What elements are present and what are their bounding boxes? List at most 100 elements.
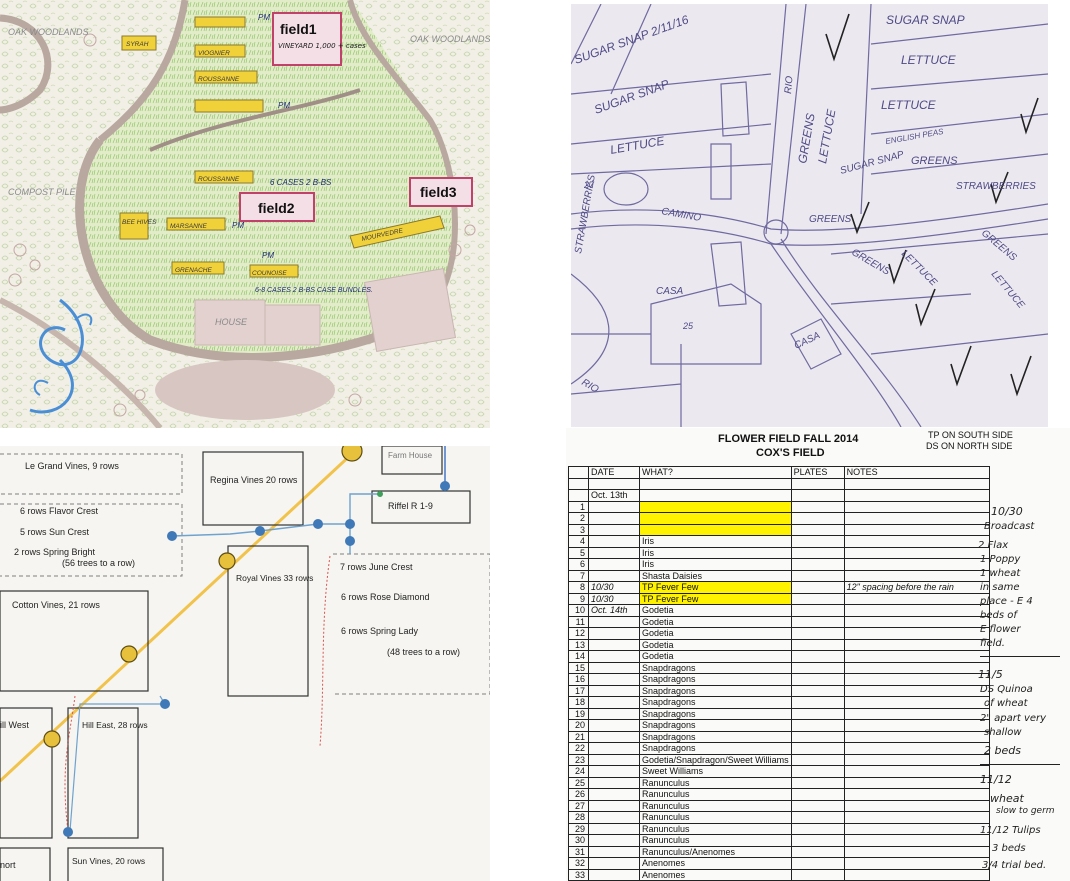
plates-cell xyxy=(790,845,845,858)
plates-cell xyxy=(790,788,845,801)
row-number-cell: 16 xyxy=(568,673,589,686)
date-cell xyxy=(588,868,640,881)
margin-note: place - E 4 xyxy=(980,596,1033,607)
notes-cell xyxy=(843,558,990,571)
pm-note-2: PM xyxy=(278,101,290,110)
le-grand-vines-label: Le Grand Vines, 9 rows xyxy=(25,461,119,471)
row-number-cell: 1 xyxy=(568,500,589,513)
what-cell: Godetia xyxy=(639,604,792,617)
margin-note: 1 Poppy xyxy=(980,554,1021,565)
oak-woodlands-right: OAK WOODLANDS xyxy=(410,34,490,44)
field2-label: field2 xyxy=(258,200,295,216)
plates-cell xyxy=(790,857,845,870)
what-cell: Snapdragons xyxy=(639,661,792,674)
side-note-south: TP ON SOUTH SIDE xyxy=(928,430,1013,440)
plates-cell xyxy=(790,822,845,835)
lettuce-mid: LETTUCE xyxy=(881,98,937,112)
north-label: nort xyxy=(0,860,16,870)
what-cell: Anenomes xyxy=(639,868,792,881)
cotton-vines-label: Cotton Vines, 21 rows xyxy=(12,600,100,610)
row-number-cell: 17 xyxy=(568,684,589,697)
notes-cell xyxy=(843,822,990,835)
row-number-cell: 10 xyxy=(568,604,589,617)
row-number-cell: 31 xyxy=(568,845,589,858)
plates-cell xyxy=(790,673,845,686)
column-header: NOTES xyxy=(843,466,990,479)
date-cell xyxy=(588,730,640,743)
date-cell xyxy=(588,799,640,812)
notes-cell xyxy=(843,788,990,801)
margin-note: 3 beds xyxy=(992,843,1026,854)
plates-cell xyxy=(790,569,845,582)
row-number-cell: 22 xyxy=(568,742,589,755)
plates-cell xyxy=(790,581,845,594)
margin-note: shallow xyxy=(984,727,1022,738)
notes-cell xyxy=(843,811,990,824)
what-cell xyxy=(639,523,792,536)
date-cell xyxy=(588,661,640,674)
notes-cell xyxy=(843,845,990,858)
what-cell: Anenomes xyxy=(639,857,792,870)
lower-note: 6-8 CASES 2 B-BS CASE BUNDLES. xyxy=(255,287,373,294)
farm-house-label: Farm House xyxy=(388,451,433,460)
what-cell: Godetia xyxy=(639,638,792,651)
column-header: PLATES xyxy=(790,466,845,479)
notes-cell xyxy=(843,523,990,536)
plates-cell xyxy=(790,753,845,766)
column-header: WHAT? xyxy=(639,466,792,479)
row-number-cell: 12 xyxy=(568,627,589,640)
table-row xyxy=(568,477,990,490)
plates-cell xyxy=(790,535,845,548)
syrah-label: SYRAH xyxy=(126,41,149,48)
compost-pile-label: COMPOST PILE xyxy=(8,187,77,197)
date-cell xyxy=(588,834,640,847)
margin-note: 11/5 xyxy=(978,668,1003,681)
what-cell: Snapdragons xyxy=(639,707,792,720)
notes-cell xyxy=(843,512,990,525)
notes-cell xyxy=(843,684,990,697)
what-cell: Godetia xyxy=(639,627,792,640)
margin-note: 2" apart very xyxy=(980,713,1047,724)
notes-cell xyxy=(843,661,990,674)
plates-cell xyxy=(790,500,845,513)
row-number-cell: 26 xyxy=(568,788,589,801)
what-cell: Snapdragons xyxy=(639,742,792,755)
margin-note: 11/12 Tulips xyxy=(980,825,1041,836)
notes-cell xyxy=(843,799,990,812)
what-cell: Snapdragons xyxy=(639,719,792,732)
notes-cell xyxy=(843,857,990,870)
date-cell xyxy=(588,822,640,835)
plates-cell xyxy=(790,512,845,525)
pm-note-1: PM xyxy=(258,13,270,22)
date-cell xyxy=(588,788,640,801)
table-row: 12 Godetia xyxy=(568,627,990,640)
what-cell: Godetia xyxy=(639,615,792,628)
log-title: FLOWER FIELD FALL 2014 xyxy=(718,433,859,445)
plates-cell xyxy=(790,592,845,605)
house-label: HOUSE xyxy=(215,317,248,327)
what-cell: Snapdragons xyxy=(639,684,792,697)
what-cell: Shasta Daisies xyxy=(639,569,792,582)
row-number-cell: 24 xyxy=(568,765,589,778)
date-cell xyxy=(588,811,640,824)
what-cell: Ranunculus xyxy=(639,834,792,847)
greens-road: GREENS xyxy=(809,214,852,225)
plates-cell xyxy=(790,604,845,617)
what-cell: Snapdragons xyxy=(639,696,792,709)
june-crest-label: 7 rows June Crest xyxy=(340,562,413,572)
what-cell: Ranunculus xyxy=(639,799,792,812)
notes-cell xyxy=(843,627,990,640)
riffel-label: Riffel R 1-9 xyxy=(388,501,433,511)
notes-cell xyxy=(843,765,990,778)
date-cell xyxy=(588,684,640,697)
what-cell: Ranunculus xyxy=(639,776,792,789)
rose-diamond-label: 6 rows Rose Diamond xyxy=(341,592,430,602)
